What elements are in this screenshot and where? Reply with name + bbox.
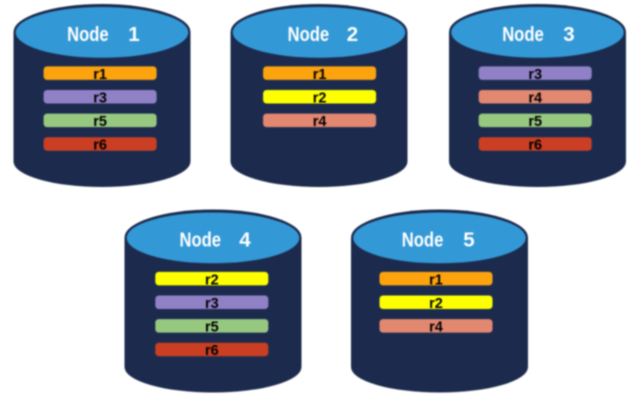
- svg-text:Node: Node: [502, 23, 544, 46]
- svg-text:r1: r1: [93, 67, 107, 83]
- svg-text:r4: r4: [429, 320, 443, 336]
- svg-text:r5: r5: [205, 320, 219, 336]
- svg-text:r6: r6: [528, 138, 542, 154]
- svg-text:Node: Node: [67, 23, 109, 46]
- svg-text:2: 2: [347, 23, 358, 46]
- svg-text:4: 4: [239, 229, 251, 252]
- svg-text:r2: r2: [205, 272, 219, 288]
- svg-text:Node: Node: [288, 23, 330, 46]
- svg-text:r5: r5: [93, 114, 107, 130]
- svg-text:r4: r4: [313, 114, 327, 130]
- svg-text:r3: r3: [205, 296, 219, 312]
- svg-text:Node: Node: [402, 229, 444, 252]
- svg-text:5: 5: [463, 229, 474, 252]
- svg-text:r1: r1: [429, 272, 443, 288]
- svg-text:r6: r6: [93, 138, 107, 154]
- svg-text:r2: r2: [313, 91, 327, 107]
- svg-text:r5: r5: [528, 114, 542, 130]
- svg-text:r3: r3: [528, 67, 542, 83]
- svg-text:r4: r4: [528, 91, 542, 107]
- svg-text:3: 3: [563, 23, 574, 46]
- svg-text:r1: r1: [313, 67, 327, 83]
- svg-text:r2: r2: [429, 296, 443, 312]
- svg-text:1: 1: [128, 23, 139, 46]
- svg-text:Node: Node: [180, 229, 222, 252]
- svg-text:r6: r6: [205, 343, 219, 359]
- svg-text:r3: r3: [93, 91, 107, 107]
